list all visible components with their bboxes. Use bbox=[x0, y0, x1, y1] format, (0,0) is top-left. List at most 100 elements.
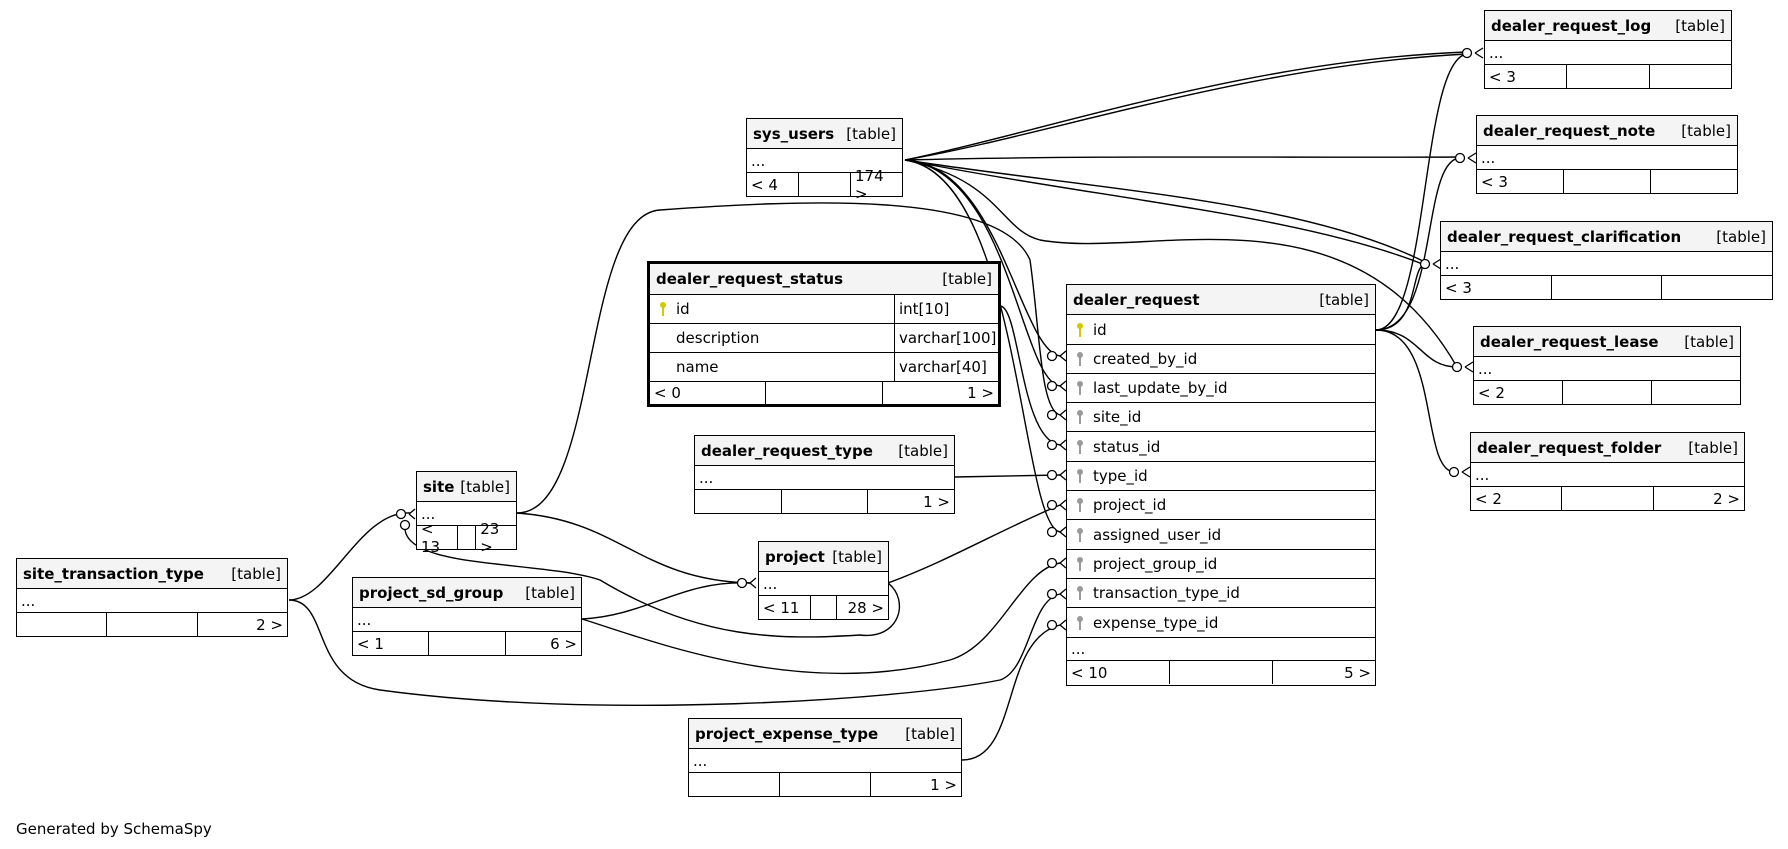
link-sys-users-clar-1 bbox=[904, 159, 1426, 263]
footer-parents: < 11 bbox=[759, 596, 811, 619]
table-footer: < 0 1 > bbox=[650, 382, 998, 404]
link-dr-lease bbox=[1375, 329, 1458, 368]
link-sys-users-lastupd bbox=[904, 159, 1061, 387]
table-site[interactable]: site [table] ... < 13 23 > bbox=[416, 471, 517, 556]
table-kind: [table] bbox=[898, 441, 948, 460]
footer-children bbox=[1650, 65, 1731, 88]
footer-children: 174 > bbox=[855, 166, 884, 203]
table-dealer-request[interactable]: dealer_request [table] id created_by_id … bbox=[1066, 284, 1376, 686]
more-columns-row: ... bbox=[1471, 463, 1744, 487]
table-kind: [table] bbox=[1716, 227, 1766, 246]
column-row-transaction-type-id: transaction_type_id bbox=[1067, 579, 1375, 608]
footer-parents: < 3 bbox=[1485, 65, 1568, 88]
footer-children bbox=[1651, 170, 1737, 193]
primary-key-icon bbox=[660, 302, 666, 316]
table-dealer-request-clarification[interactable]: dealer_request_clarification [table] ...… bbox=[1440, 221, 1773, 300]
link-status-dr bbox=[999, 305, 1061, 446]
more-columns-row: ... bbox=[353, 608, 581, 632]
footer-parents: < 3 bbox=[1441, 276, 1552, 299]
more-columns-row: ... bbox=[417, 502, 516, 526]
table-dealer-request-status[interactable]: dealer_request_status [table] id int[10]… bbox=[647, 261, 1001, 407]
more-columns-row: ... bbox=[1441, 252, 1772, 276]
footer-rows bbox=[1170, 661, 1273, 684]
column-name: project_id bbox=[1093, 496, 1167, 514]
table-project-sd-group[interactable]: project_sd_group [table] ... < 1 6 > bbox=[352, 577, 582, 656]
footer-children: 6 > bbox=[550, 634, 577, 653]
footer-children: 1 > bbox=[923, 492, 951, 511]
table-header: site [table] bbox=[417, 472, 516, 502]
footer-parents: < 3 bbox=[1477, 170, 1564, 193]
footer-rows bbox=[766, 382, 883, 404]
link-project-site bbox=[404, 524, 901, 638]
footer-rows bbox=[780, 773, 871, 796]
table-name: project_sd_group bbox=[359, 583, 504, 602]
table-project[interactable]: project [table] ... < 11 28 > bbox=[758, 541, 889, 620]
table-project-expense-type[interactable]: project_expense_type [table] ... 1 > bbox=[688, 718, 962, 797]
table-kind: [table] bbox=[231, 564, 281, 583]
link-project-dr bbox=[887, 504, 1061, 584]
link-stt-dr bbox=[288, 593, 1061, 706]
table-dealer-request-note[interactable]: dealer_request_note [table] ... < 3 bbox=[1476, 115, 1738, 194]
footer-parents: < 0 bbox=[650, 382, 767, 404]
table-footer: < 4 174 > bbox=[747, 166, 902, 203]
footer-children bbox=[1652, 381, 1740, 404]
table-footer: < 10 5 > bbox=[1067, 661, 1375, 684]
column-row-description: description varchar[100] bbox=[650, 324, 998, 353]
table-footer: < 2 bbox=[1474, 381, 1740, 404]
table-dealer-request-log[interactable]: dealer_request_log [table] ... < 3 bbox=[1484, 10, 1732, 89]
table-name: dealer_request_status bbox=[656, 270, 844, 288]
table-dealer-request-lease[interactable]: dealer_request_lease [table] ... < 2 bbox=[1473, 326, 1741, 405]
table-dealer-request-type[interactable]: dealer_request_type [table] ... 1 > bbox=[694, 435, 955, 514]
footer-rows bbox=[1564, 170, 1651, 193]
table-name: site_transaction_type bbox=[23, 564, 204, 583]
column-row-site-id: site_id bbox=[1067, 403, 1375, 432]
table-site-transaction-type[interactable]: site_transaction_type [table] ... 2 > bbox=[16, 558, 288, 637]
link-sys-users-note bbox=[904, 156, 1461, 161]
footer-parents: < 2 bbox=[1474, 381, 1563, 404]
table-kind: [table] bbox=[905, 724, 955, 743]
table-sys-users[interactable]: sys_users [table] ... < 4 174 > bbox=[746, 118, 903, 203]
footer-parents bbox=[695, 490, 782, 513]
more-columns-row: ... bbox=[689, 749, 961, 773]
table-header: dealer_request_folder [table] bbox=[1471, 433, 1744, 463]
footer-children bbox=[1662, 276, 1772, 299]
link-pet-dr bbox=[961, 624, 1061, 761]
column-name: transaction_type_id bbox=[1093, 584, 1240, 602]
column-type: int[10] bbox=[894, 295, 998, 323]
footer-children: 1 > bbox=[930, 775, 957, 794]
table-footer: < 3 bbox=[1485, 65, 1731, 88]
table-kind: [table] bbox=[846, 124, 896, 143]
column-type: varchar[40] bbox=[894, 353, 998, 381]
column-row-created-by-id: created_by_id bbox=[1067, 345, 1375, 374]
footer-parents: < 1 bbox=[353, 632, 430, 655]
footer-rows bbox=[799, 173, 851, 196]
primary-key-icon bbox=[1077, 322, 1083, 337]
table-footer: < 13 23 > bbox=[417, 520, 516, 556]
table-footer: < 1 6 > bbox=[353, 632, 581, 655]
table-name: dealer_request_folder bbox=[1477, 438, 1662, 457]
more-columns-row: ... bbox=[1474, 357, 1740, 381]
column-name: expense_type_id bbox=[1093, 613, 1219, 632]
footer-children: 28 > bbox=[847, 598, 885, 617]
column-name: name bbox=[676, 358, 719, 376]
more-columns-row: ... bbox=[759, 572, 888, 596]
table-kind: [table] bbox=[832, 547, 882, 566]
column-row-id: id bbox=[1067, 315, 1375, 345]
table-header: dealer_request [table] bbox=[1067, 285, 1375, 315]
column-name: id bbox=[1093, 320, 1107, 339]
foreign-key-icon bbox=[1077, 352, 1083, 366]
table-dealer-request-folder[interactable]: dealer_request_folder [table] ... < 2 2 … bbox=[1470, 432, 1745, 511]
link-dr-note bbox=[1375, 157, 1461, 331]
footer-parents bbox=[689, 773, 780, 796]
more-columns-row: ... bbox=[747, 149, 902, 173]
table-name: sys_users bbox=[753, 124, 835, 143]
column-name: id bbox=[676, 300, 690, 318]
table-name: site bbox=[423, 477, 455, 496]
column-name: last_update_by_id bbox=[1093, 379, 1228, 397]
footer-parents: < 10 bbox=[1067, 661, 1170, 684]
table-kind: [table] bbox=[460, 477, 510, 496]
footer-children: 5 > bbox=[1344, 663, 1371, 682]
footer-parents: < 2 bbox=[1471, 487, 1563, 510]
table-header: site_transaction_type [table] bbox=[17, 559, 287, 589]
